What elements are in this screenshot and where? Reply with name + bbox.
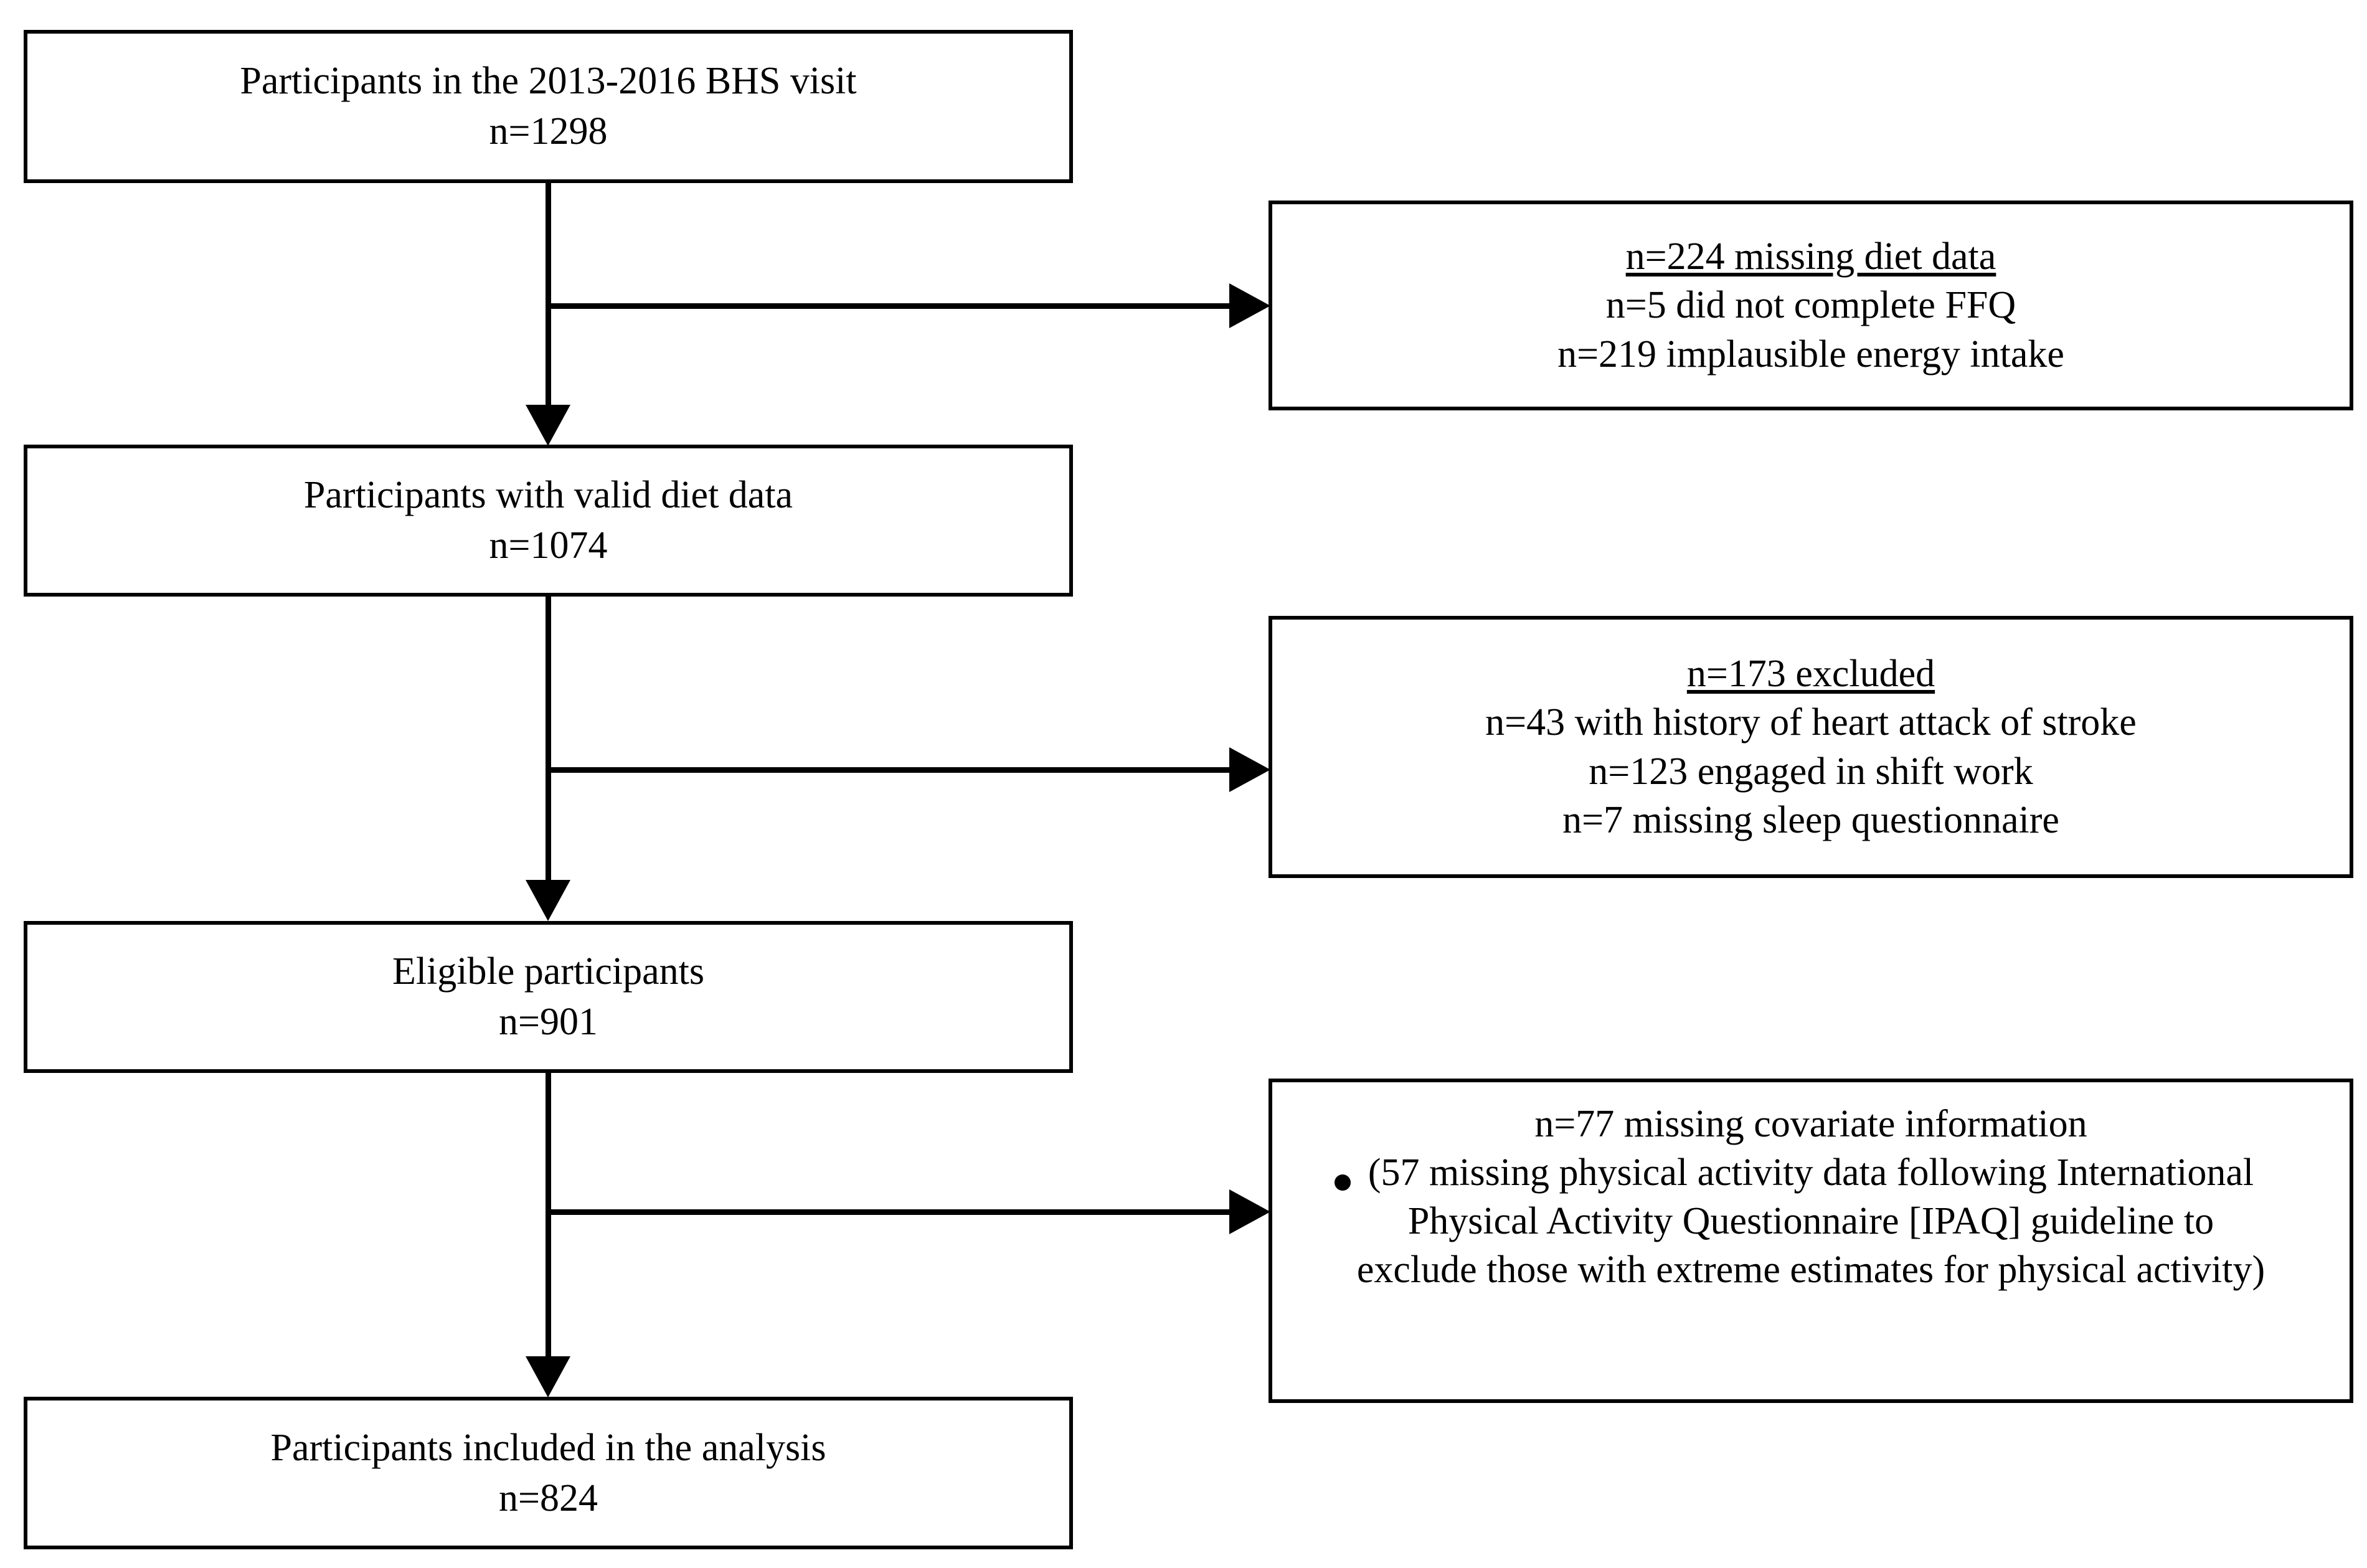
exclusion-missing-diet-reason-1: n=5 did not complete FFQ bbox=[1605, 284, 2016, 327]
node-analyzed-title: Participants included in the analysis bbox=[270, 1426, 826, 1469]
node-eligible-title: Eligible participants bbox=[392, 950, 705, 993]
node-valid-diet-title: Participants with valid diet data bbox=[303, 474, 793, 517]
connector-enrolled-to-valid-diet bbox=[546, 182, 551, 406]
arrowhead-eligible-to-analyzed bbox=[526, 1356, 570, 1397]
exclusion-missing-diet-heading: n=224 missing diet data bbox=[1625, 235, 1996, 278]
exclusion-criteria-reason-3: n=7 missing sleep questionnaire bbox=[1562, 798, 2059, 841]
connector-exclusion-criteria bbox=[546, 767, 1231, 773]
node-exclusion-missing-diet: n=224 missing diet data n=5 did not comp… bbox=[1269, 201, 2353, 410]
arrowhead-exclusion-missing-diet bbox=[1229, 283, 1270, 328]
node-enrolled-count: n=1298 bbox=[489, 110, 608, 153]
node-enrolled: Participants in the 2013-2016 BHS visit … bbox=[24, 30, 1073, 183]
exclusion-covariates-bullet-text: (57 missing physical activity data follo… bbox=[1356, 1151, 2265, 1292]
exclusion-covariates-heading: n=77 missing covariate information bbox=[1534, 1103, 2087, 1145]
bullet-point-icon bbox=[1335, 1174, 1351, 1191]
node-analyzed-count: n=824 bbox=[499, 1476, 598, 1519]
node-eligible-count: n=901 bbox=[499, 1001, 598, 1043]
node-valid-diet-count: n=1074 bbox=[489, 524, 608, 567]
connector-valid-diet-to-eligible bbox=[546, 595, 551, 881]
node-valid-diet: Participants with valid diet data n=1074 bbox=[24, 445, 1073, 597]
connector-exclusion-covariates bbox=[546, 1209, 1231, 1215]
node-eligible: Eligible participants n=901 bbox=[24, 921, 1073, 1073]
exclusion-criteria-reason-1: n=43 with history of heart attack of str… bbox=[1485, 701, 2137, 744]
arrowhead-exclusion-criteria bbox=[1229, 747, 1270, 792]
exclusion-criteria-reason-2: n=123 engaged in shift work bbox=[1589, 750, 2033, 793]
arrowhead-valid-diet-to-eligible bbox=[526, 880, 570, 921]
exclusion-missing-diet-reason-2: n=219 implausible energy intake bbox=[1557, 333, 2064, 375]
node-analyzed: Participants included in the analysis n=… bbox=[24, 1397, 1073, 1549]
arrowhead-enrolled-to-valid-diet bbox=[526, 405, 570, 446]
connector-exclusion-missing-diet bbox=[546, 303, 1231, 309]
arrowhead-exclusion-covariates bbox=[1229, 1189, 1270, 1234]
node-enrolled-title: Participants in the 2013-2016 BHS visit bbox=[240, 60, 857, 103]
node-exclusion-covariates: n=77 missing covariate information (57 m… bbox=[1269, 1079, 2353, 1403]
exclusion-criteria-heading: n=173 excluded bbox=[1686, 653, 1935, 696]
node-exclusion-criteria: n=173 excluded n=43 with history of hear… bbox=[1269, 616, 2353, 878]
